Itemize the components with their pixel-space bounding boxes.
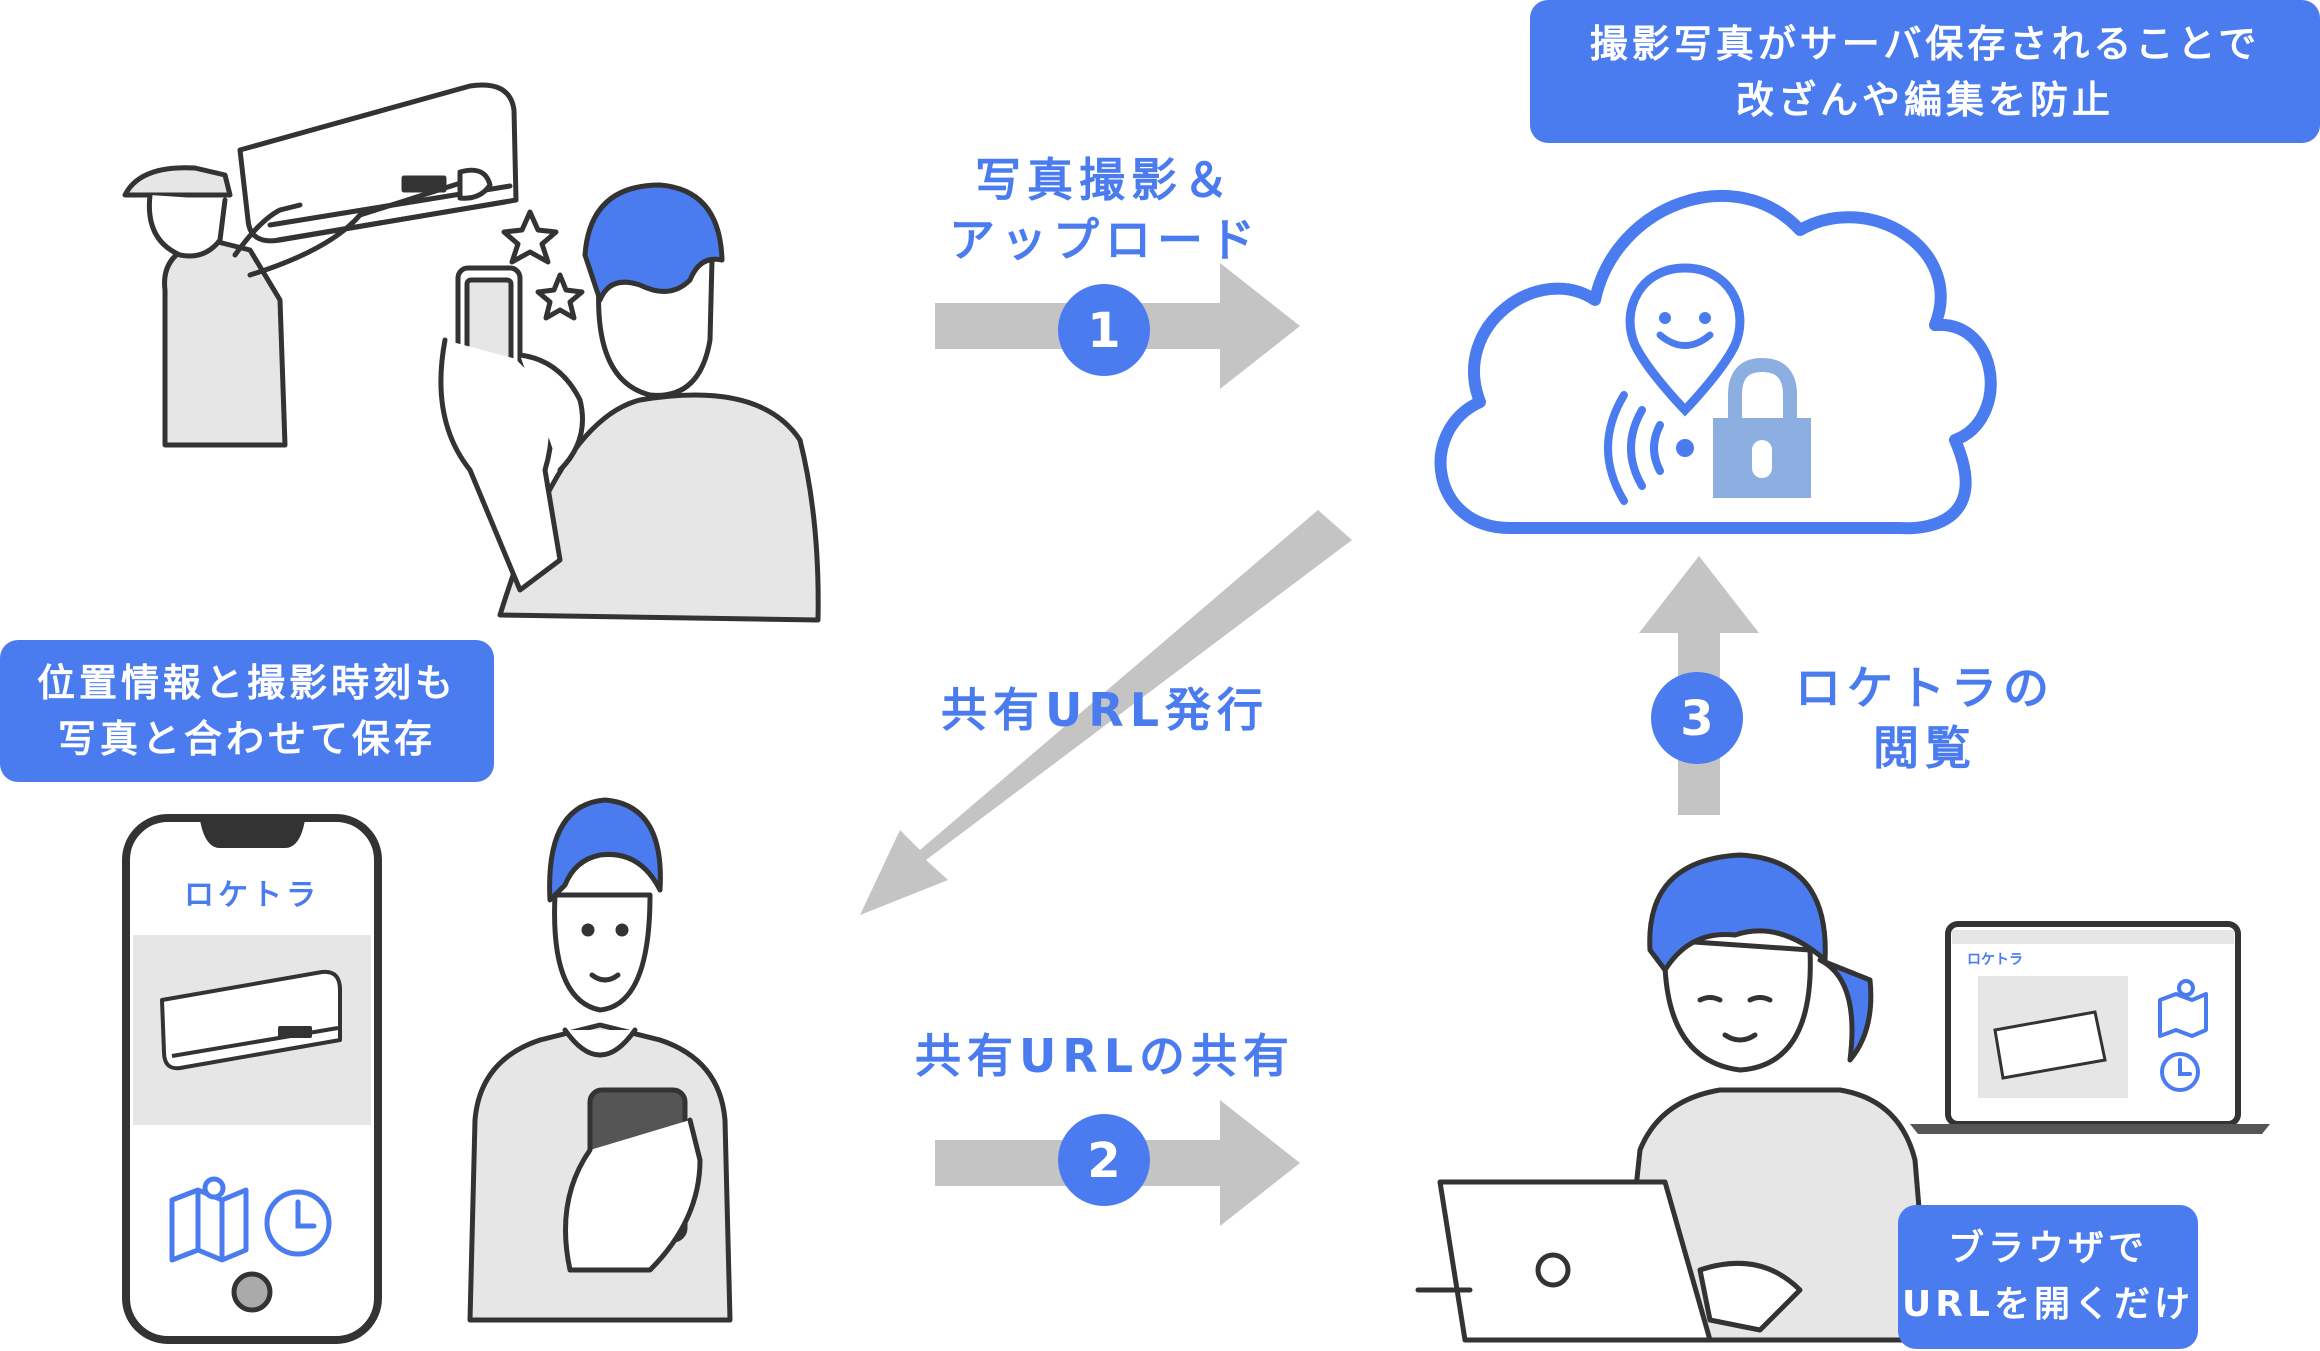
step-share-url-text: 共有URLの共有 <box>914 1029 1296 1083</box>
installer-illustration <box>122 82 519 448</box>
step-share-url-label: 共有URLの共有 <box>850 1026 1360 1086</box>
map-icon <box>169 1176 249 1263</box>
step-upload-line-2: アップロード <box>949 213 1261 267</box>
step-3-number: 3 <box>1680 691 1713 747</box>
browser-map-icon <box>2158 979 2208 1038</box>
callout-location-line-1: 位置情報と撮影時刻も <box>36 661 457 705</box>
pin-face-icon <box>1625 263 1745 417</box>
step-view-line-2: 閲覧 <box>1873 721 1977 775</box>
step-1-number: 1 <box>1087 303 1120 359</box>
cloud-server-icon <box>1434 189 1997 535</box>
callout-location-time: 位置情報と撮影時刻も 写真と合わせて保存 <box>0 640 494 782</box>
step-upload-label: 写真撮影＆ アップロード <box>880 150 1330 270</box>
callout-browser-line-2: URLを開くだけ <box>1902 1284 2194 1325</box>
browser-app-logo: ロケトラ <box>1967 952 2023 968</box>
step-2-number: 2 <box>1087 1133 1120 1189</box>
step-2-badge <box>1058 1114 1150 1206</box>
step-upload-line-1: 写真撮影＆ <box>975 153 1235 207</box>
browser-window <box>1910 921 2270 1134</box>
home-button-icon <box>231 1271 273 1313</box>
phone-mockup <box>122 814 382 1344</box>
step-3-badge <box>1651 672 1743 764</box>
callout-server-line-2: 改ざんや編集を防止 <box>1735 77 2114 122</box>
step-view-label: ロケトラの 閲覧 <box>1770 658 2080 778</box>
phone-user-illustration <box>467 797 733 1323</box>
step-issue-url-text: 共有URL発行 <box>940 683 1270 737</box>
lock-icon <box>1713 357 1811 498</box>
arrow-issue-url <box>860 510 1352 915</box>
phone-app-logo: ロケトラ <box>184 878 320 913</box>
step-issue-url-label: 共有URL発行 <box>880 680 1330 740</box>
callout-browser: ブラウザで URLを開くだけ <box>1898 1205 2198 1349</box>
photographer-illustration <box>438 182 821 623</box>
laptop-user-illustration <box>1415 852 1933 1343</box>
callout-server-line-1: 撮影写真がサーバ保存されることで <box>1589 21 2261 66</box>
step-1-badge <box>1058 284 1150 376</box>
browser-clock-icon <box>2160 1052 2200 1092</box>
step-view-line-1: ロケトラの <box>1795 661 2055 715</box>
callout-server-protection: 撮影写真がサーバ保存されることで 改ざんや編集を防止 <box>1530 0 2320 143</box>
clock-icon <box>264 1189 332 1257</box>
signal-icon <box>1604 391 1694 505</box>
callout-location-line-2: 写真と合わせて保存 <box>57 717 436 761</box>
callout-browser-line-1: ブラウザで <box>1947 1228 2148 1269</box>
sparkle-icon <box>501 209 585 321</box>
